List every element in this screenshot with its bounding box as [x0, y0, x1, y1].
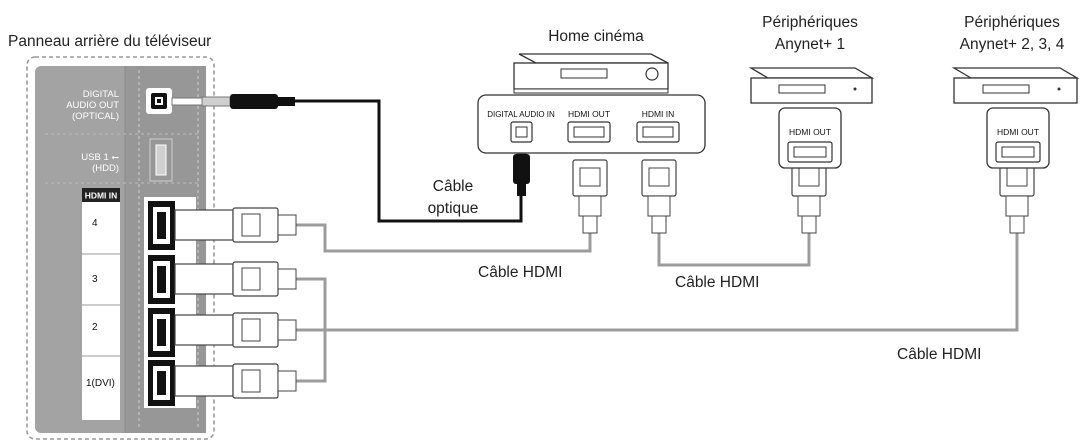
- tv-hdmi-port-3: [148, 255, 175, 304]
- digital-audio-label-2: AUDIO OUT: [66, 100, 119, 111]
- hdmi-plug-hc-out: [572, 159, 608, 234]
- hdmi-plug-dev1: [791, 159, 827, 234]
- device2-unit-icon: [951, 67, 1080, 104]
- device1-title-line1: Périphériques: [762, 14, 858, 31]
- hdmi-plug-tv-4: [174, 207, 297, 243]
- usb-label-1: USB 1 ⭠: [81, 152, 119, 163]
- hdmi-cable-1: [174, 159, 608, 253]
- tv-hdmi-port-2: [148, 308, 175, 357]
- optical-cable-label-2: optique: [428, 200, 479, 217]
- home-cinema-unit-icon: [513, 53, 669, 94]
- hdmi-port-label-4: 4: [92, 218, 98, 229]
- home-cinema-port-panel: [477, 94, 706, 154]
- device1-unit-icon: [748, 67, 875, 104]
- tv-optical-port: [146, 88, 172, 114]
- hdmi-in-label-box: [82, 188, 120, 420]
- hdmi-port-label-2: 2: [92, 322, 98, 333]
- home-cinema-title: Home cinéma: [548, 28, 644, 45]
- device1-port-panel: [778, 107, 842, 169]
- tv-panel-title: Panneau arrière du téléviseur: [8, 33, 211, 50]
- hdmi-cable-2: [174, 159, 827, 399]
- device1-port-hdmi-out: HDMI OUT: [789, 127, 831, 137]
- tv-usb-port: [149, 138, 173, 182]
- device2-title-line2: Anynet+ 2, 3, 4: [960, 36, 1065, 53]
- hdmi-port-label-3: 3: [92, 274, 98, 285]
- usb-label-2: (HDD): [92, 163, 119, 174]
- hdmi-cable-2-label: Câble HDMI: [675, 274, 759, 291]
- optical-cable-label-1: Câble: [433, 178, 474, 195]
- hdmi-plug-tv-1: [174, 363, 297, 399]
- device2-port-hdmi-out: HDMI OUT: [997, 127, 1039, 137]
- hdmi-in-heading: HDMI IN: [85, 191, 118, 201]
- tv-hdmi-port-4: [148, 201, 175, 250]
- hdmi-cable-3: [174, 159, 1035, 348]
- hc-port-hdmi-out: HDMI OUT: [568, 109, 610, 119]
- device1-title-line2: Anynet+ 1: [775, 36, 845, 53]
- device2-port-panel: [986, 107, 1050, 169]
- hdmi-plug-tv-3: [174, 261, 297, 297]
- hdmi-port-label-1: 1(DVI): [86, 378, 115, 389]
- hc-port-hdmi-in: HDMI IN: [642, 109, 675, 119]
- hdmi-plug-dev2: [999, 159, 1035, 234]
- hdmi-cable-3-label: Câble HDMI: [897, 346, 981, 363]
- tv-hdmi-port-1: [148, 360, 175, 406]
- hdmi-plug-hc-in: [641, 159, 677, 234]
- hc-port-digital-audio-in: DIGITAL AUDIO IN: [487, 110, 555, 119]
- hdmi-cable-1-label: Câble HDMI: [478, 264, 562, 281]
- digital-audio-label-3: (OPTICAL): [72, 111, 119, 122]
- digital-audio-label-1: DIGITAL: [83, 89, 119, 100]
- hdmi-plug-tv-2: [174, 312, 297, 348]
- device2-title-line1: Périphériques: [964, 14, 1060, 31]
